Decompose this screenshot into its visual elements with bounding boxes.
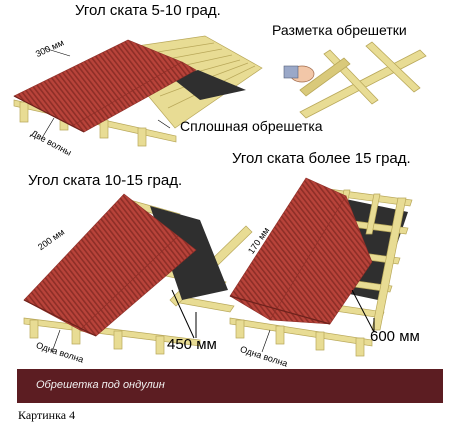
figure-caption: Картинка 4: [18, 408, 76, 422]
roof-diagram-10-15: [23, 193, 253, 355]
label-dim-600: 600 мм: [370, 328, 420, 345]
label-angle-15-plus: Угол ската более 15 град.: [232, 150, 411, 167]
label-angle-5-10: Угол ската 5-10 град.: [75, 2, 221, 19]
roof-diagram-15-plus: [229, 177, 413, 357]
label-marking: Разметка обрешетки: [272, 22, 407, 38]
caption-banner: Обрешетка под ондулин: [17, 369, 443, 403]
roof-diagram-5-10: [13, 35, 263, 147]
label-solid-batten: Сплошная обрешетка: [180, 118, 323, 134]
batten-marking-diagram: [283, 41, 427, 119]
label-angle-10-15: Угол ската 10-15 град.: [28, 172, 183, 189]
banner-text: Обрешетка под ондулин: [36, 379, 165, 391]
label-dim-450: 450 мм: [167, 336, 217, 353]
